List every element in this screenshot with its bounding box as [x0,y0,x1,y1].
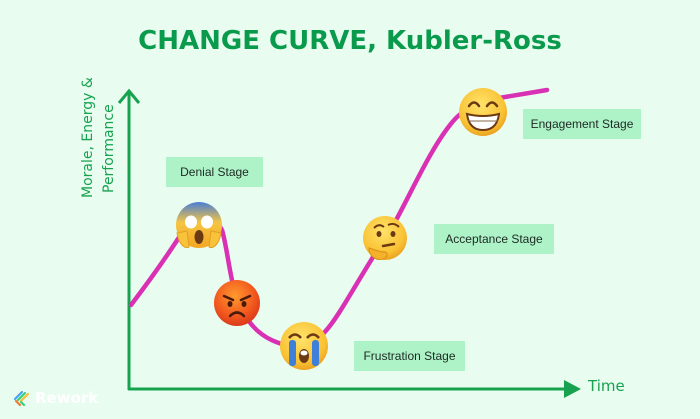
acceptance-stage-label: Acceptance Stage [434,224,554,254]
rework-logo-icon [13,390,30,406]
rework-logo: Rework [13,389,98,407]
crying-face-icon [280,322,328,370]
y-axis-arrow-icon [117,88,141,104]
angry-face-icon [214,280,260,326]
x-axis-arrow-icon [564,380,581,398]
rework-logo-text: Rework [35,389,99,407]
diagram-title: CHANGE CURVE, Kubler-Ross [138,26,562,56]
engagement-stage-label: Engagement Stage [523,109,641,139]
fearful-face-icon [176,202,222,248]
denial-stage-label: Denial Stage [166,157,263,187]
frustration-stage-label: Frustration Stage [354,341,465,371]
thinking-face-icon [363,216,407,261]
x-axis-label: Time [588,377,625,395]
grinning-face-icon [459,88,507,136]
